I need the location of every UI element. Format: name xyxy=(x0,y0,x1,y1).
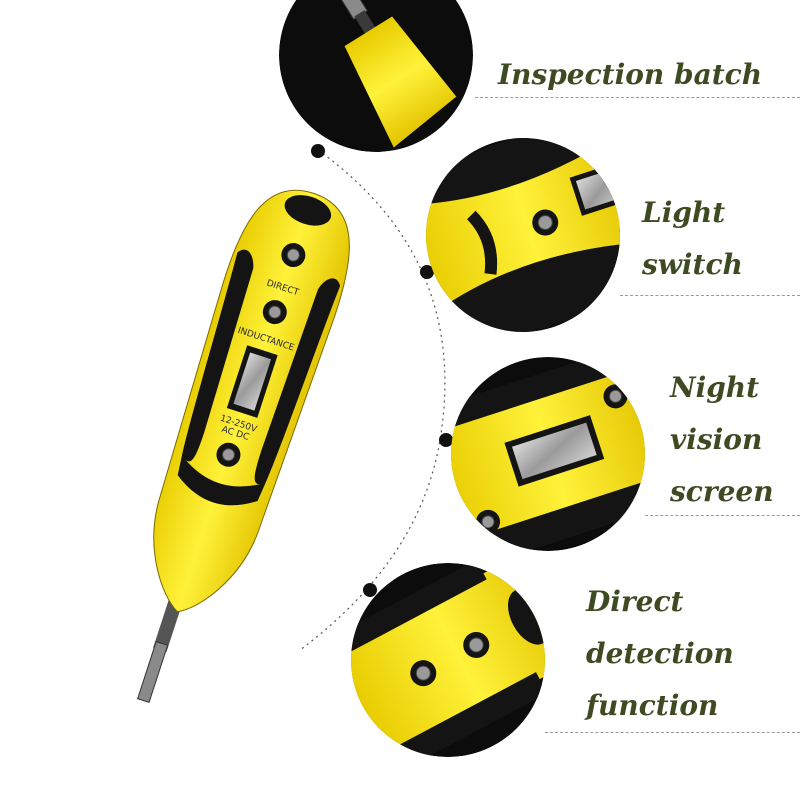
connector-dot xyxy=(311,144,325,158)
zoom-circle-light-switch xyxy=(426,138,620,332)
leader-line-inspection xyxy=(475,97,800,98)
connector-dot xyxy=(363,583,377,597)
leader-line-direct xyxy=(545,732,800,733)
label-line: switch xyxy=(642,248,743,281)
label-line: function xyxy=(586,689,719,722)
label-line: Light xyxy=(642,196,726,229)
connector-dot xyxy=(420,265,434,279)
label-line: Night xyxy=(670,371,760,404)
zoom-circle-direct-detection xyxy=(351,563,545,757)
leader-line-light xyxy=(620,295,800,296)
zoom-circle-inspection xyxy=(279,0,473,152)
label-inspection-batch: Inspection batch xyxy=(498,49,762,101)
voltage-tester-pen: DIRECT INDUCTANCE 12-250V AC DC xyxy=(137,189,350,703)
label-night-vision-screen: Night vision screen xyxy=(670,362,774,518)
zoom-circle-night-vision xyxy=(451,357,645,551)
label-line: vision xyxy=(670,423,763,456)
label-line: screen xyxy=(670,475,774,508)
label-direct-detection-function: Direct detection function xyxy=(586,576,734,732)
leader-line-night xyxy=(645,515,800,516)
label-line: Direct xyxy=(586,585,684,618)
connector-dot xyxy=(439,433,453,447)
label-line: Inspection batch xyxy=(498,58,763,91)
label-light-switch: Light switch xyxy=(642,187,743,291)
label-line: detection xyxy=(586,637,734,670)
